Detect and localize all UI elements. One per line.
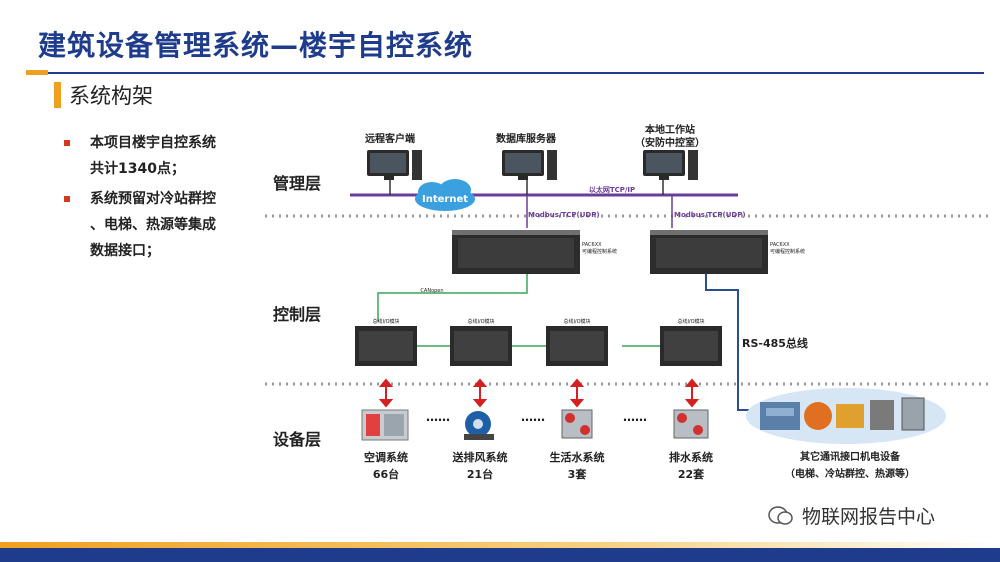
title-divider bbox=[26, 72, 984, 74]
workstation-icon bbox=[643, 150, 698, 180]
footer-bar bbox=[0, 548, 1000, 562]
internet-cloud-icon bbox=[415, 179, 475, 211]
device-label: 排水系统 22套 bbox=[656, 449, 726, 483]
section-title: 系统构架 bbox=[69, 84, 153, 108]
controller-unit-right bbox=[650, 230, 768, 274]
internet-label: Internet bbox=[421, 194, 468, 205]
ellipsis: …… bbox=[623, 410, 647, 424]
bullet-icon bbox=[64, 196, 70, 202]
bullet-line: 数据接口； bbox=[90, 243, 160, 259]
canopen-label: CANopen bbox=[420, 288, 444, 294]
bullet-line: 、电梯、热源等集成 bbox=[90, 217, 216, 233]
generator-icon bbox=[836, 404, 864, 428]
chiller-icon bbox=[760, 402, 800, 430]
air-conditioner-icon bbox=[361, 409, 409, 441]
controller-desc: 可编程控制系统 bbox=[770, 249, 806, 255]
device-name: 送排风系统 bbox=[452, 451, 508, 464]
controller-model: PAC6XX bbox=[770, 242, 790, 248]
other-devices-subtitle: （电梯、冷站群控、热源等） bbox=[785, 469, 915, 480]
water-pump-icon bbox=[561, 409, 593, 439]
bullet-icon bbox=[64, 140, 70, 146]
modbus-label: Modbus/TCP(UDP) bbox=[674, 211, 746, 219]
modbus-label: Modbus/TCP(UDP) bbox=[528, 211, 600, 219]
other-devices-label: 其它通讯接口机电设备 （电梯、冷站群控、热源等） bbox=[770, 449, 930, 483]
io-module-label: 总线I/O模块 bbox=[563, 319, 591, 325]
io-module bbox=[355, 326, 417, 366]
drain-pump-icon bbox=[673, 409, 709, 439]
device-label: 送排风系统 21台 bbox=[445, 449, 515, 483]
db-server-label: 数据库服务器 bbox=[496, 134, 556, 145]
section-accent-bar bbox=[54, 82, 61, 108]
section-heading: 系统构架 bbox=[54, 81, 153, 109]
device-label: 生活水系统 3套 bbox=[542, 449, 612, 483]
device-name: 排水系统 bbox=[669, 451, 713, 464]
boiler-icon bbox=[804, 402, 832, 430]
io-module bbox=[660, 326, 722, 366]
arrow-icon bbox=[569, 378, 585, 408]
wechat-icon bbox=[768, 505, 793, 525]
io-module-label: 总线I/O模块 bbox=[467, 319, 495, 325]
bullet-line: 本项目楼宇自控系统 bbox=[90, 135, 216, 151]
canopen-link bbox=[377, 274, 528, 322]
arrow-icon bbox=[684, 378, 700, 408]
io-module-label: 总线I/O模块 bbox=[372, 319, 400, 325]
page-title: 建筑设备管理系统—楼宇自控系统 bbox=[38, 29, 474, 62]
other-devices-title: 其它通讯接口机电设备 bbox=[800, 452, 900, 463]
watermark-text: 物联网报告中心 bbox=[802, 506, 936, 528]
device-count: 21台 bbox=[466, 468, 494, 481]
controller-model: PAC6XX bbox=[582, 242, 602, 248]
device-count: 66台 bbox=[372, 468, 400, 481]
footer-accent bbox=[0, 542, 1000, 548]
cabinet-icon bbox=[901, 397, 925, 431]
arrow-icon bbox=[472, 378, 488, 408]
controller-unit-left bbox=[452, 230, 580, 274]
computer-icon bbox=[367, 150, 422, 180]
bullet-item: 系统预留对冷站群控 、电梯、热源等集成 数据接口； bbox=[64, 186, 254, 264]
ethernet-label: 以太网TCP/IP bbox=[588, 186, 636, 194]
local-station-subtitle: （安防中控室） bbox=[635, 138, 705, 149]
bullet-line: 系统预留对冷站群控 bbox=[90, 191, 216, 207]
bullet-line: 共计1340点； bbox=[90, 161, 185, 177]
io-module bbox=[546, 326, 608, 366]
ellipsis: …… bbox=[426, 410, 450, 424]
rs485-label: RS-485总线 bbox=[742, 337, 808, 350]
controller-desc: 可编程控制系统 bbox=[582, 249, 618, 255]
arrow-icon bbox=[378, 378, 394, 408]
layer-label-device: 设备层 bbox=[273, 430, 322, 449]
io-module bbox=[450, 326, 512, 366]
controller-label: PAC6XX 可编程控制系统 bbox=[582, 242, 642, 256]
local-station-label: 本地工作站 （安防中控室） bbox=[630, 124, 710, 150]
device-count: 22套 bbox=[677, 468, 705, 481]
bullet-item: 本项目楼宇自控系统 共计1340点； bbox=[64, 130, 254, 182]
controller-label: PAC6XX 可编程控制系统 bbox=[770, 242, 830, 256]
server-icon bbox=[502, 150, 557, 180]
device-count: 3套 bbox=[567, 468, 587, 481]
bullet-list: 本项目楼宇自控系统 共计1340点； 系统预留对冷站群控 、电梯、热源等集成 数… bbox=[64, 130, 254, 268]
ellipsis: …… bbox=[521, 410, 545, 424]
layer-label-management: 管理层 bbox=[273, 174, 322, 193]
title-accent bbox=[26, 70, 48, 75]
watermark: 物联网报告中心 bbox=[768, 502, 935, 529]
layer-label-control: 控制层 bbox=[273, 305, 322, 324]
local-station-title: 本地工作站 bbox=[645, 125, 695, 136]
device-name: 生活水系统 bbox=[549, 451, 605, 464]
fan-icon bbox=[464, 411, 494, 440]
device-label: 空调系统 66台 bbox=[351, 449, 421, 483]
io-module-label: 总线I/O模块 bbox=[677, 319, 705, 325]
transformer-icon bbox=[870, 400, 894, 430]
device-name: 空调系统 bbox=[364, 451, 408, 464]
remote-client-label: 远程客户端 bbox=[365, 134, 415, 145]
